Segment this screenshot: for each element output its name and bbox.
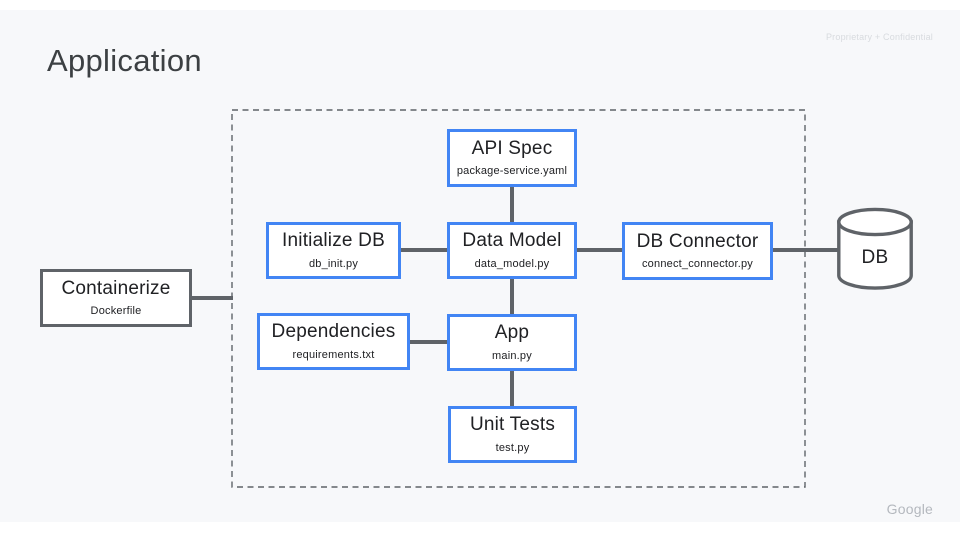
connector-datamodel-dbconnector (577, 248, 622, 252)
node-unit-tests-title: Unit Tests (469, 414, 556, 436)
node-unit-tests-file: test.py (495, 441, 530, 454)
connector-initializedb-datamodel (401, 248, 447, 252)
node-app: App main.py (447, 314, 577, 371)
connector-datamodel-app (510, 279, 514, 315)
node-data-model-file: data_model.py (474, 257, 550, 270)
node-dependencies-title: Dependencies (271, 321, 396, 343)
database-cylinder-icon (837, 207, 913, 290)
node-initialize-db: Initialize DB db_init.py (266, 222, 401, 279)
google-logo: Google (886, 501, 933, 517)
connector-apispec-datamodel (510, 187, 514, 223)
node-db-connector-title: DB Connector (636, 230, 759, 252)
node-api-spec: API Spec package-service.yaml (447, 129, 577, 187)
node-dependencies-file: requirements.txt (292, 348, 375, 361)
node-db-connector-file: connect_connector.py (641, 258, 754, 271)
node-containerize-file: Dockerfile (90, 305, 142, 318)
node-unit-tests: Unit Tests test.py (448, 406, 577, 463)
connector-dependencies-app (410, 340, 447, 344)
connector-dbconnector-db (773, 248, 839, 252)
node-dependencies: Dependencies requirements.txt (257, 313, 410, 370)
connector-app-unittests (510, 371, 514, 407)
node-app-file: main.py (492, 349, 532, 362)
node-api-spec-title: API Spec (471, 137, 553, 159)
confidentiality-watermark: Proprietary + Confidential (825, 32, 933, 42)
node-initialize-db-file: db_init.py (308, 257, 359, 270)
page-title: Application (47, 43, 202, 78)
node-api-spec-file: package-service.yaml (456, 165, 568, 178)
node-containerize: Containerize Dockerfile (40, 269, 192, 327)
connector-containerize-boundary (192, 296, 233, 300)
node-initialize-db-title: Initialize DB (282, 230, 385, 252)
node-data-model-title: Data Model (462, 230, 562, 252)
node-containerize-title: Containerize (61, 277, 171, 299)
node-db-connector: DB Connector connect_connector.py (622, 222, 773, 280)
node-app-title: App (494, 322, 530, 344)
node-data-model: Data Model data_model.py (447, 222, 577, 279)
node-db-label: DB (861, 246, 889, 268)
